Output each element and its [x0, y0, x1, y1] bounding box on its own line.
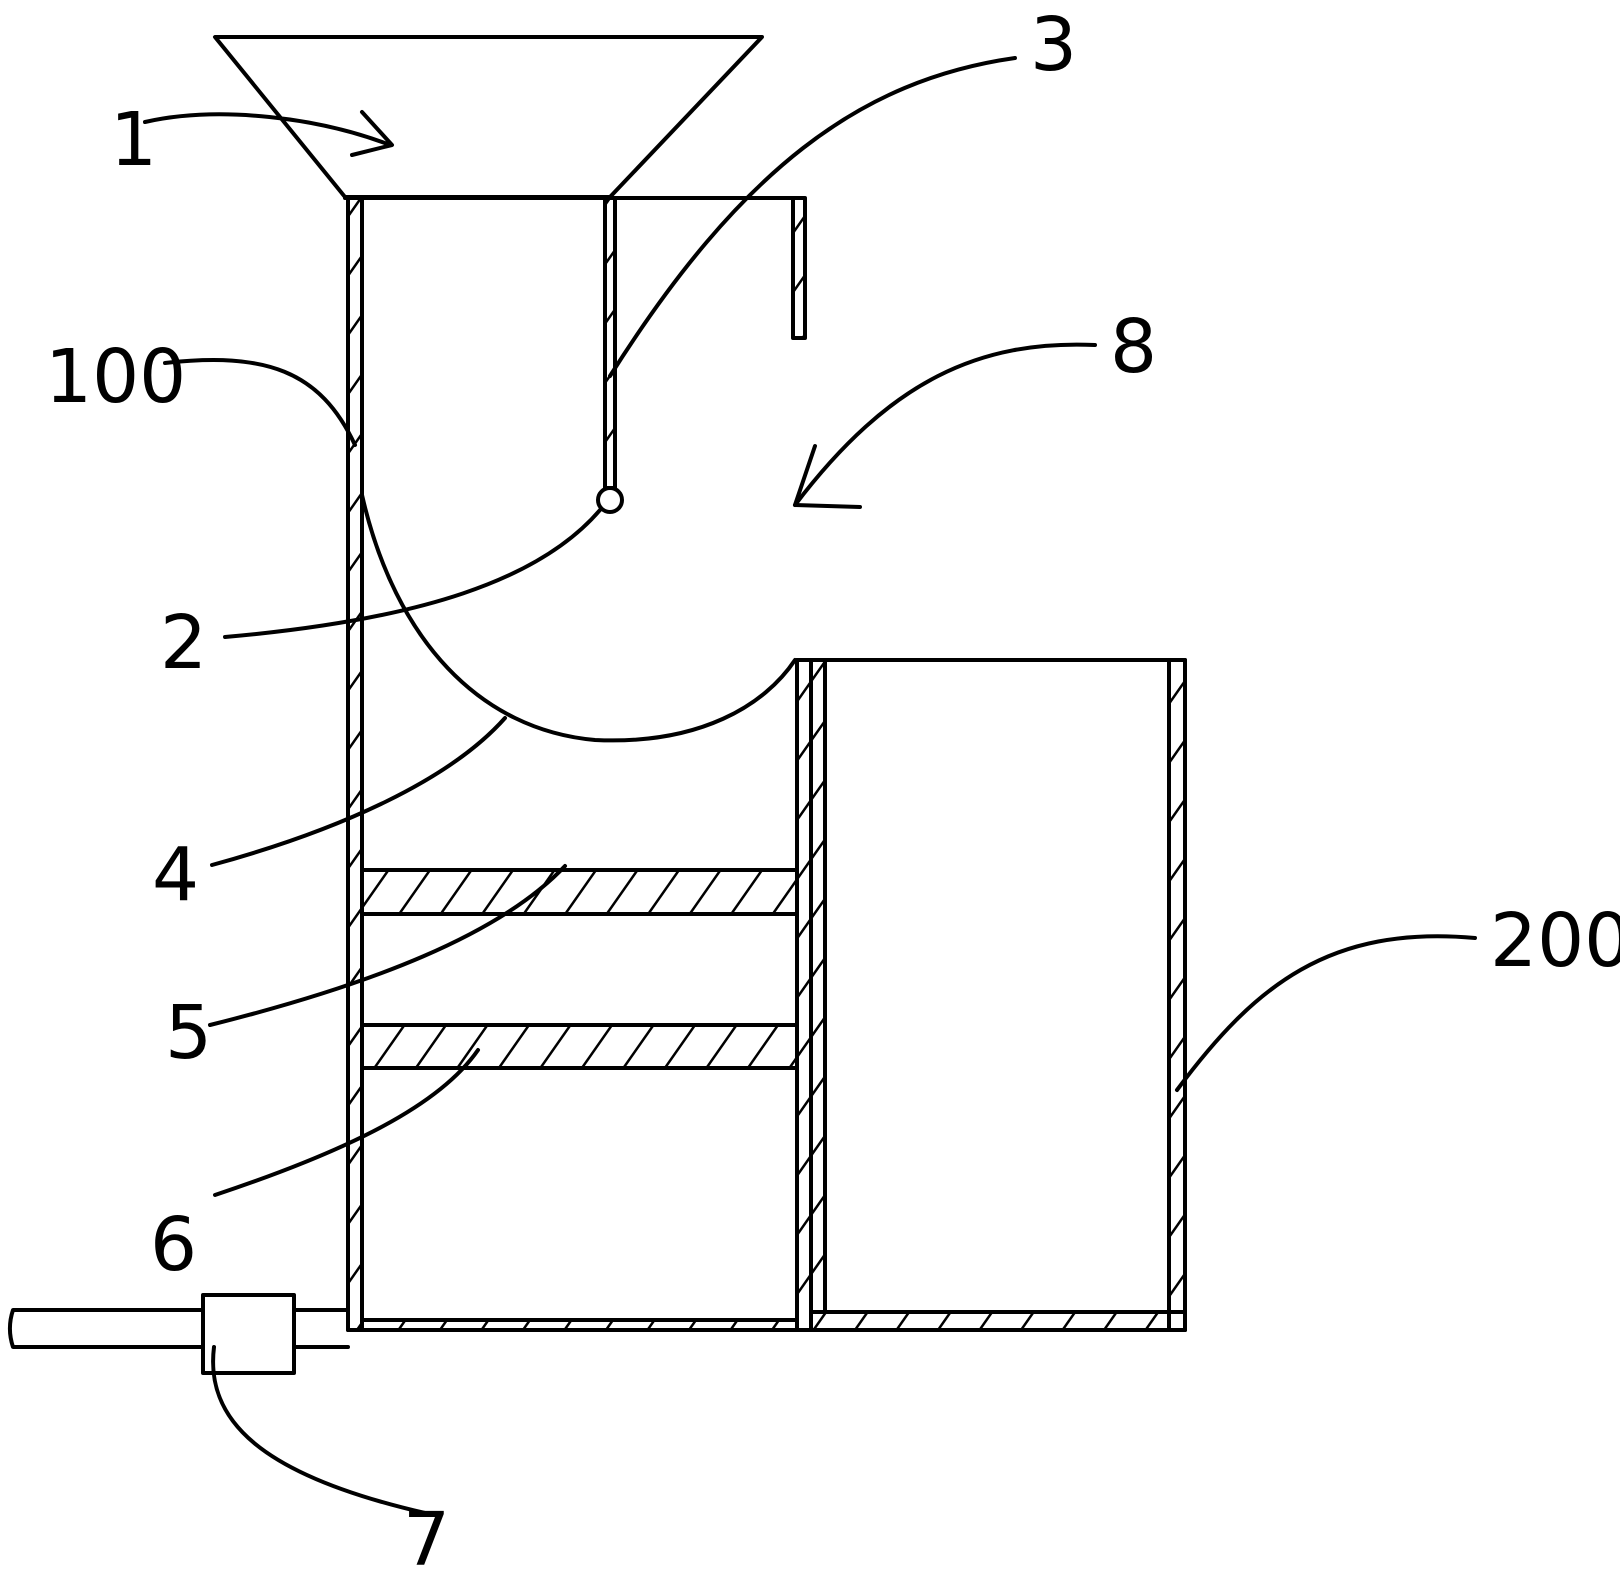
valve — [201, 1293, 296, 1375]
label-6: 6 — [150, 1202, 197, 1288]
curved-plate — [360, 493, 797, 743]
leader-7 — [211, 1345, 427, 1515]
upper-right-wall — [791, 196, 807, 340]
leader-200 — [1175, 934, 1477, 1092]
leader-6 — [213, 1048, 480, 1197]
rod — [603, 196, 617, 490]
label-100: 100 — [45, 334, 186, 420]
arrow-8-head — [793, 444, 862, 509]
leader-5 — [208, 864, 567, 1027]
label-7: 7 — [403, 1497, 450, 1569]
label-8: 8 — [1110, 304, 1157, 390]
arrow-1-head — [350, 110, 394, 157]
outlet-pipe — [8, 1308, 205, 1349]
leader-2 — [223, 508, 602, 639]
label-4: 4 — [152, 832, 199, 918]
arrow-8 — [793, 342, 1097, 507]
left-wall — [346, 195, 364, 1332]
tank-right-wall — [1167, 658, 1187, 1332]
filter-layer-lower — [360, 1023, 799, 1070]
label-1: 1 — [110, 97, 157, 183]
tank-inner-left-wall — [809, 658, 827, 1314]
middle-wall — [795, 658, 813, 1332]
arrow-1 — [143, 112, 392, 147]
leader-3 — [608, 56, 1017, 378]
label-5: 5 — [165, 990, 212, 1076]
label-3: 3 — [1030, 2, 1077, 88]
pivot — [596, 486, 624, 514]
funnel — [213, 35, 764, 199]
tank-bottom — [809, 1310, 1187, 1332]
label-200: 200 — [1490, 898, 1620, 984]
filter-layer-upper — [360, 868, 799, 916]
leader-4 — [210, 716, 507, 867]
label-2: 2 — [160, 600, 207, 686]
leader-100 — [163, 358, 357, 447]
